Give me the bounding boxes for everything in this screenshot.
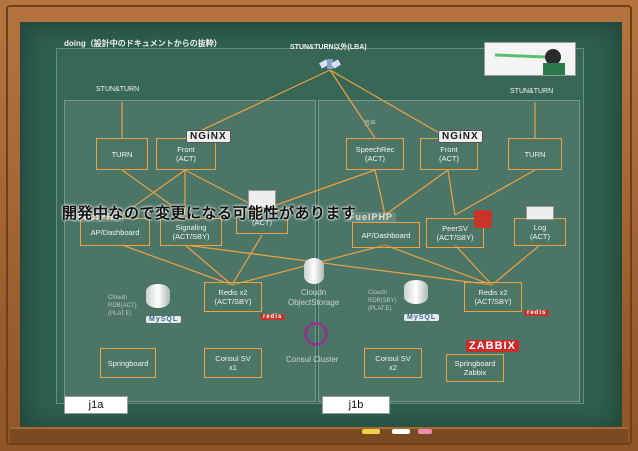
stun-turn-right-label: STUN&TURN bbox=[510, 88, 554, 95]
j1a-consul-text: Consul SV x1 bbox=[215, 354, 251, 372]
db-cylinder-icon-j1b bbox=[404, 280, 428, 304]
j1b-peer-text: PeerSV (ACT/SBY) bbox=[436, 224, 474, 242]
j1b-front-box: Front (ACT) bbox=[420, 138, 478, 170]
fluentd-logo-j1b bbox=[526, 206, 554, 220]
j1b-springboard-text: Springboard Zabbix bbox=[454, 359, 496, 377]
j1b-consul-box: Consul SV x2 bbox=[364, 348, 422, 378]
consul-icon bbox=[304, 322, 328, 346]
stun-turn-left-label: STUN&TURN bbox=[96, 86, 140, 93]
zone-j1a bbox=[64, 100, 316, 402]
consul-cluster-label: Consul Cluster bbox=[286, 355, 339, 364]
j1b-ap-text: AP/Dashboard bbox=[361, 230, 411, 240]
j1b-front-text: Front (ACT) bbox=[439, 145, 459, 163]
j1a-ap-text: AP/Dashboard bbox=[90, 227, 140, 237]
satellite-icon bbox=[318, 55, 342, 73]
chalk-pink bbox=[418, 429, 432, 434]
j1b-ap-box: AP/Dashboard bbox=[352, 222, 420, 248]
j1b-speech-text: SpeechRec (ACT) bbox=[355, 145, 395, 163]
fluentd-logo-j1a bbox=[248, 190, 276, 208]
j1b-turn-text: TURN bbox=[524, 149, 546, 159]
chalk-yellow bbox=[362, 429, 380, 434]
j1a-act-box: (ACT) bbox=[236, 210, 288, 234]
chalk-tray bbox=[10, 427, 628, 443]
j1b-redis-box: Redis x2 (ACT/SBY) bbox=[464, 282, 522, 312]
diagram-title: doing（設計中のドキュメントからの抜粋） bbox=[64, 39, 222, 48]
redis-cube-icon-j1b bbox=[474, 210, 492, 228]
nginx-logo-j1b: NGiNX bbox=[438, 130, 483, 143]
fuelphp-logo-j1b: FuelPHP bbox=[346, 212, 397, 222]
j1a-springboard-text: Springboard bbox=[107, 358, 149, 368]
j1a-consul-box: Consul SV x1 bbox=[204, 348, 262, 378]
hacker-illustration bbox=[484, 42, 576, 76]
j1b-consul-text: Consul SV x2 bbox=[375, 354, 411, 372]
mysql-logo-j1a: MySQL bbox=[146, 316, 182, 323]
j1a-signaling-text: Signaling (ACT/SBY) bbox=[172, 223, 210, 241]
redis-logo-j1a: redis bbox=[260, 314, 286, 320]
j1b-cloudn-db: Cloudn RDB(SBY) (PLAT.E) bbox=[368, 290, 397, 312]
j1a-turn-box: TURN bbox=[96, 138, 148, 170]
redis-logo-j1b: redis bbox=[524, 310, 550, 316]
j1b-redis-text: Redis x2 (ACT/SBY) bbox=[474, 288, 512, 306]
j1a-cloudn-db: Cloudn RDB(ACT) (PLAT.E) bbox=[108, 295, 137, 317]
j1a-redis-box: Redis x2 (ACT/SBY) bbox=[204, 282, 262, 312]
j1a-redis-text: Redis x2 (ACT/SBY) bbox=[214, 288, 252, 306]
j1a-act-text: (ACT) bbox=[252, 217, 272, 227]
j1b-turn-box: TURN bbox=[508, 138, 562, 170]
chalkboard bbox=[20, 22, 622, 431]
j1b-label: j1b bbox=[322, 396, 390, 414]
nginx-logo-j1a: NGiNX bbox=[186, 130, 231, 143]
j1b-log-box: Log (ACT) bbox=[514, 218, 566, 246]
j1a-ap-box: AP/Dashboard bbox=[80, 218, 150, 246]
j1a-turn-text: TURN bbox=[111, 149, 133, 159]
object-storage-label: Cloudn ObjectStorage bbox=[288, 288, 340, 307]
j1a-label: j1a bbox=[64, 396, 128, 414]
db-cylinder-icon-j1a bbox=[146, 284, 170, 308]
j1b-log-text: Log (ACT) bbox=[530, 223, 550, 241]
j1a-front-text: Front (ACT) bbox=[176, 145, 196, 163]
warning-banner: 開発中なので変更になる可能性があります bbox=[62, 205, 357, 222]
j1b-springboard-box: Springboard Zabbix bbox=[446, 354, 504, 382]
storage-icon bbox=[304, 258, 324, 284]
lba-label: STUN&TURN以外(LBA) bbox=[290, 44, 367, 51]
j1a-signaling-box: Signaling (ACT/SBY) bbox=[160, 218, 222, 246]
j1a-springboard-box: Springboard bbox=[100, 348, 156, 378]
chalk-white bbox=[392, 429, 410, 434]
mysql-logo-j1b: MySQL bbox=[404, 314, 440, 321]
voice-label: 音声 bbox=[364, 121, 377, 127]
fuelphp-logo-j1a: FuelPHP bbox=[74, 212, 125, 222]
zabbix-logo: ZABBIX bbox=[466, 340, 519, 352]
j1b-speech-box: SpeechRec (ACT) bbox=[346, 138, 404, 170]
